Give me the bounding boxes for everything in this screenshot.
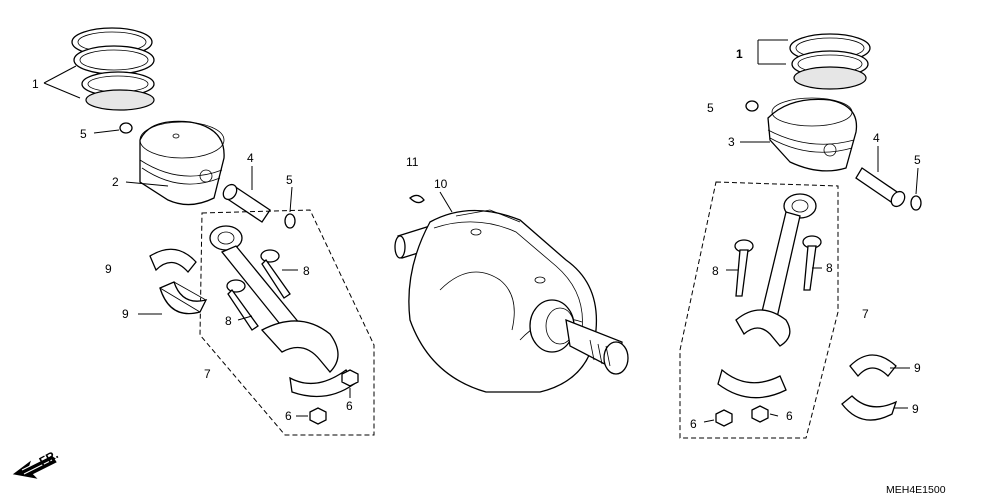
piston-rings-right	[789, 33, 871, 90]
crank-bearing-right-1	[849, 354, 897, 378]
conrod-nut-left-2	[309, 407, 327, 425]
piston-pin-left	[222, 183, 271, 223]
callout-label: 6	[786, 409, 793, 423]
callout-label: 8	[225, 314, 232, 328]
conrod-cap-right	[717, 368, 787, 399]
conrod-bolt-right-1	[734, 239, 754, 297]
callout-label: 5	[914, 153, 921, 167]
piston-right	[767, 97, 858, 172]
conrod-bolt-right-2	[802, 235, 822, 291]
piston-pin-clip-left-2	[284, 213, 296, 229]
callout-label: 5	[80, 127, 87, 141]
piston-pin-clip-left	[119, 122, 133, 134]
callout-label: 6	[690, 417, 697, 431]
woodruff-key	[409, 194, 425, 204]
piston-left	[139, 120, 225, 206]
crank-bearing-right-2	[841, 395, 898, 421]
callout-label: 7	[862, 307, 869, 321]
conrod-assembly-outline-right	[679, 181, 839, 439]
callout-label: 8	[712, 264, 719, 278]
callout-label: 1	[736, 47, 743, 61]
conrod-bolt-left-2	[226, 279, 259, 331]
conrod-nut-right-1	[715, 409, 733, 427]
callout-label: 4	[247, 151, 254, 165]
callout-label: 10	[434, 177, 448, 191]
callout-label: 5	[707, 101, 714, 115]
callout-label: 1	[32, 77, 39, 91]
callout-label: 9	[914, 361, 921, 375]
callout-label: 2	[112, 175, 119, 189]
callout-label: 3	[728, 135, 735, 149]
diagram-reference-code: MEH4E1500	[886, 484, 946, 496]
callout-label: 7	[204, 367, 211, 381]
piston-pin-clip-right-2	[910, 195, 922, 211]
callout-label: 5	[286, 173, 293, 187]
callout-label: 9	[122, 307, 129, 321]
conrod-bolt-left-1	[260, 249, 291, 299]
callout-label: 8	[826, 261, 833, 275]
callout-label: 9	[105, 262, 112, 276]
conrod-assembly-outline-left	[199, 209, 375, 436]
callout-label: 6	[346, 399, 353, 413]
conrod-nut-left-1	[341, 369, 359, 387]
piston-pin-clip-right	[745, 100, 759, 112]
crank-bearing-left-2	[159, 281, 208, 315]
piston-rings-left	[71, 27, 155, 111]
callout-label: 11	[406, 155, 419, 169]
connecting-rod-left	[209, 225, 355, 398]
callout-label: 6	[285, 409, 292, 423]
connecting-rod-right	[717, 193, 817, 399]
crank-bearing-left-1	[149, 248, 197, 274]
callout-label: 9	[912, 402, 919, 416]
conrod-nut-right-2	[751, 405, 769, 423]
callout-label: 8	[303, 264, 310, 278]
callout-label: 4	[873, 131, 880, 145]
piston-pin-right	[855, 167, 906, 208]
crankshaft	[394, 194, 629, 393]
front-direction-arrow	[12, 455, 57, 479]
